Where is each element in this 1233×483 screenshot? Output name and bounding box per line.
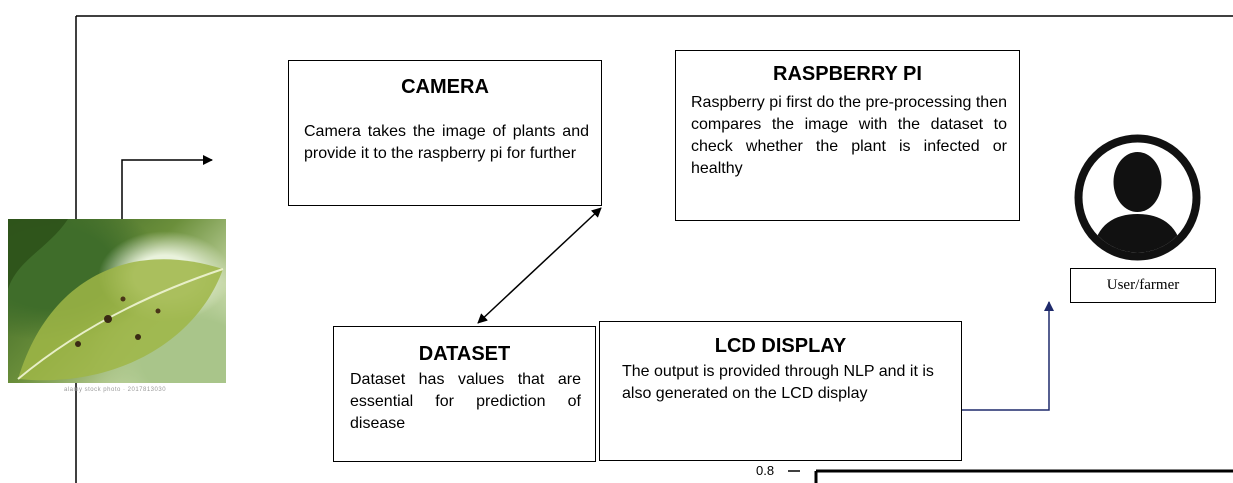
lcd-display-title: LCD DISPLAY	[714, 335, 847, 357]
raspberry-pi-title: RASPBERRY PI	[773, 63, 922, 85]
leaf-to-camera-arrow	[40, 155, 213, 222]
raspberry-pi-description: Raspberry pi first do the pre-processing…	[691, 94, 1007, 177]
camera-description: Camera takes the image of plants and pro…	[304, 123, 589, 162]
user-farmer-label: User/farmer	[1070, 268, 1216, 303]
dataset-box: DATASET Dataset has values that are esse…	[333, 326, 596, 462]
camera-box: CAMERA Camera takes the image of plants …	[288, 60, 602, 206]
dataset-title: DATASET	[418, 343, 511, 365]
lcd-display-box: LCD DISPLAY The output is provided throu…	[599, 321, 962, 461]
camera-dataset-arrow	[477, 207, 602, 324]
dataset-description: Dataset has values that are essential fo…	[350, 371, 581, 432]
user-avatar-icon	[1074, 134, 1201, 261]
camera-title: CAMERA	[401, 76, 489, 98]
leaf-photo-caption: alamy stock photo · 2017813030	[63, 387, 167, 393]
lcd-to-user-arrow	[962, 301, 1054, 411]
raspberry-pi-box: RASPBERRY PI Raspberry pi first do the p…	[675, 50, 1020, 221]
chart-tick-label: 0.8	[756, 463, 775, 478]
leaf-photo	[8, 219, 226, 383]
user-avatar	[1072, 132, 1203, 263]
lcd-display-description: The output is provided through NLP and i…	[622, 363, 934, 402]
leaf-icon	[8, 219, 224, 381]
